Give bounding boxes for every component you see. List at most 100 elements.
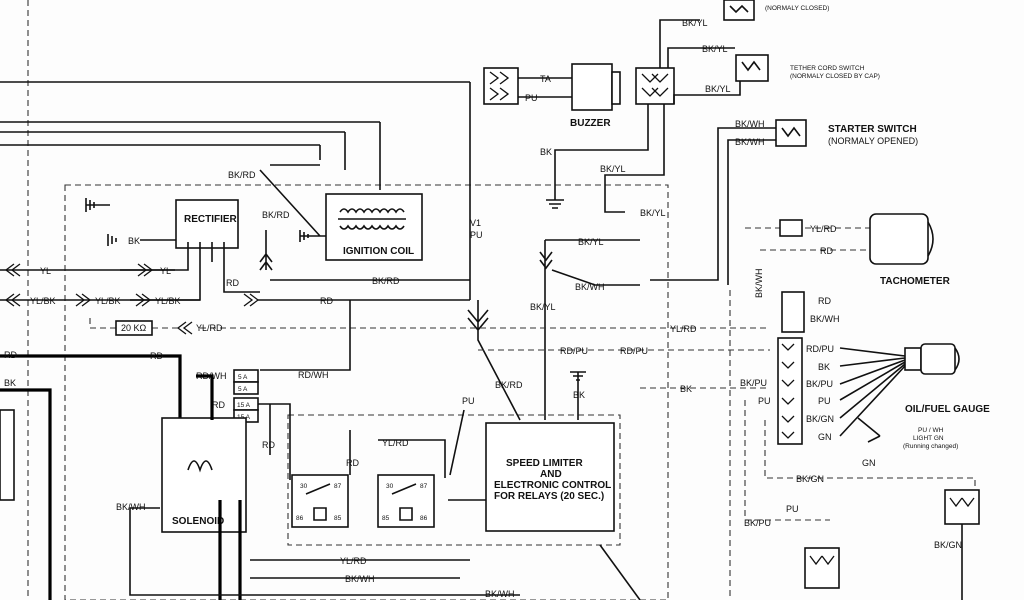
ignition-coil-feed bbox=[259, 164, 326, 242]
connector-bottom-2-chevrons bbox=[949, 497, 975, 508]
wire-label-bk-left: BK bbox=[4, 378, 16, 388]
wire-label-bk-yl-6: BK/YL bbox=[578, 237, 604, 247]
buzzer-cap bbox=[611, 71, 621, 105]
rectifier-leads bbox=[120, 242, 260, 301]
solenoid-coil bbox=[187, 460, 213, 473]
gauge-connector bbox=[777, 337, 803, 445]
wire-label-bk-wh-center: BK/WH bbox=[575, 282, 605, 292]
heavy-wire-rd bbox=[0, 354, 182, 430]
wire-label-yl-1: YL bbox=[40, 266, 51, 276]
solenoid-box bbox=[161, 417, 247, 533]
electrical-box-outline bbox=[64, 184, 669, 600]
wire-label-yl-rd-long: YL/RD bbox=[670, 324, 697, 334]
wire-pu-down bbox=[467, 300, 521, 421]
rectifier-ground bbox=[107, 234, 176, 246]
wire-label-bk-gauge: BK bbox=[680, 384, 692, 394]
wire-label-bk-pu-lower: BK/PU bbox=[744, 518, 771, 528]
wire-starter-switch bbox=[650, 127, 776, 285]
gauge-bezel bbox=[954, 347, 960, 371]
resistor-20k bbox=[115, 320, 153, 336]
wire-label-bk-gn-gauge: BK/GN bbox=[806, 414, 834, 424]
wire-label-yl-rd-resistor: YL/RD bbox=[196, 323, 223, 333]
wire-label-bk-rd-3: BK/RD bbox=[372, 276, 400, 286]
speed-limiter-line-3: ELECTRONIC CONTROL bbox=[494, 480, 611, 491]
wire-label-bk-limiter: BK bbox=[573, 390, 585, 400]
tether-switch-note: (NORMALY CLOSED BY CAP) bbox=[790, 73, 880, 80]
wire-bk-wh-center bbox=[551, 269, 640, 286]
switch-connector-chevrons bbox=[641, 73, 669, 97]
rd-connector bbox=[243, 293, 260, 307]
wire-label-rd-solenoid: RD bbox=[150, 351, 163, 361]
wire-label-bk-yl-3: BK/YL bbox=[705, 84, 731, 94]
rectifier-box bbox=[175, 199, 239, 249]
wire-label-bk-pu-gauge: BK/PU bbox=[806, 379, 833, 389]
wire-label-bk-rectifier: BK bbox=[128, 236, 140, 246]
wire-label-rd-wh-1: RD/WH bbox=[298, 370, 329, 380]
oil-fuel-gauge-body bbox=[920, 343, 956, 375]
wire-resistor-dashed bbox=[89, 318, 470, 329]
wire-lower-right-runs bbox=[729, 290, 976, 600]
wire-label-ta: TA bbox=[540, 74, 551, 84]
wire-label-bk-yl-2: BK/YL bbox=[702, 44, 728, 54]
wire-label-bk-yl-5: BK/YL bbox=[640, 208, 666, 218]
wire-label-v1: V1 bbox=[470, 218, 481, 228]
switch-connector bbox=[635, 67, 675, 105]
speed-limiter-box bbox=[485, 422, 615, 532]
wire-fuse-to-relay bbox=[258, 403, 291, 480]
wire-label-pu-v1: PU bbox=[470, 230, 483, 240]
wire-label-bk-wh-solenoid: BK/WH bbox=[116, 502, 146, 512]
solenoid-label: SOLENOID bbox=[172, 516, 224, 527]
wire-label-rd-relay: RD bbox=[262, 440, 275, 450]
buzzer-body bbox=[571, 63, 613, 111]
starter-switch-note: (NORMALY OPENED) bbox=[828, 136, 918, 146]
wire-label-rd-relay-2: RD bbox=[346, 458, 359, 468]
heavy-wire-bk bbox=[0, 388, 52, 600]
tether-switch-contact bbox=[741, 60, 761, 72]
wire-label-rd-main: RD bbox=[320, 296, 333, 306]
connector-bottom-1-chevrons bbox=[809, 555, 835, 566]
tachometer-bezel bbox=[927, 221, 934, 257]
speed-limiter-line-4: FOR RELAYS (20 SEC.) bbox=[494, 491, 604, 502]
wire-limiter-lead bbox=[599, 544, 641, 600]
gauge-connector-chevrons bbox=[781, 343, 795, 439]
wire-label-rd-lower: RD bbox=[818, 296, 831, 306]
wire-bk-ground bbox=[554, 104, 649, 200]
relay-2-pin-87: 87 bbox=[420, 483, 428, 490]
wire-label-rd-rectifier: RD bbox=[226, 278, 239, 288]
wire-label-gn-lower: GN bbox=[862, 458, 876, 468]
heavy-wire-solenoid bbox=[196, 374, 242, 600]
wire-label-bk-gn-right: BK/GN bbox=[934, 540, 962, 550]
wire-label-pu-gauge: PU bbox=[818, 396, 831, 406]
wire-label-rd-pu-2: RD/PU bbox=[620, 346, 648, 356]
wire-bus-drops bbox=[319, 122, 381, 190]
wire-label-pu-buzzer: PU bbox=[525, 93, 538, 103]
wire-label-bk-rd-1: BK/RD bbox=[228, 170, 256, 180]
wire-label-bk-wh-vertical: BK/WH bbox=[754, 268, 764, 298]
limiter-ground bbox=[570, 371, 586, 420]
relay-interconnects bbox=[349, 409, 486, 501]
tether-cord-switch bbox=[735, 54, 769, 82]
ground-symbol-buzzer bbox=[546, 199, 564, 209]
gauge-note-2: LIGHT GN bbox=[913, 435, 944, 442]
fuse-label-2: 5 A bbox=[238, 386, 248, 393]
relay-1-pin-87: 87 bbox=[334, 483, 342, 490]
wire-label-rd-fuse: RD bbox=[212, 400, 225, 410]
wire-label-pu-relay: PU bbox=[462, 396, 475, 406]
ignition-coil-windings bbox=[339, 208, 405, 230]
wire-bottom-runs bbox=[129, 507, 520, 596]
relay-1-pin-85: 85 bbox=[334, 515, 342, 522]
wire-bk-yl-center bbox=[539, 239, 640, 280]
relay-2-pin-86: 86 bbox=[420, 515, 428, 522]
fuse-label-3: 15 A bbox=[237, 402, 251, 409]
ignition-coil-label: IGNITION COIL bbox=[343, 246, 414, 257]
connector-bottom-2 bbox=[944, 489, 980, 525]
ignition-coil-box bbox=[325, 193, 423, 261]
connector-chevrons bbox=[489, 71, 510, 101]
wire-label-bk-rd-4: BK/RD bbox=[495, 380, 523, 390]
wire-label-bk-rd-2: BK/RD bbox=[262, 210, 290, 220]
wire-label-bk-wh-starter-2: BK/WH bbox=[735, 137, 765, 147]
wire-label-rd-pu-gauge: RD/PU bbox=[806, 344, 834, 354]
wire-tach-feeds bbox=[745, 227, 870, 251]
gauge-note-3: (Running changed) bbox=[903, 443, 958, 450]
wire-label-bk-wh-bottom-1: BK/WH bbox=[345, 574, 375, 584]
